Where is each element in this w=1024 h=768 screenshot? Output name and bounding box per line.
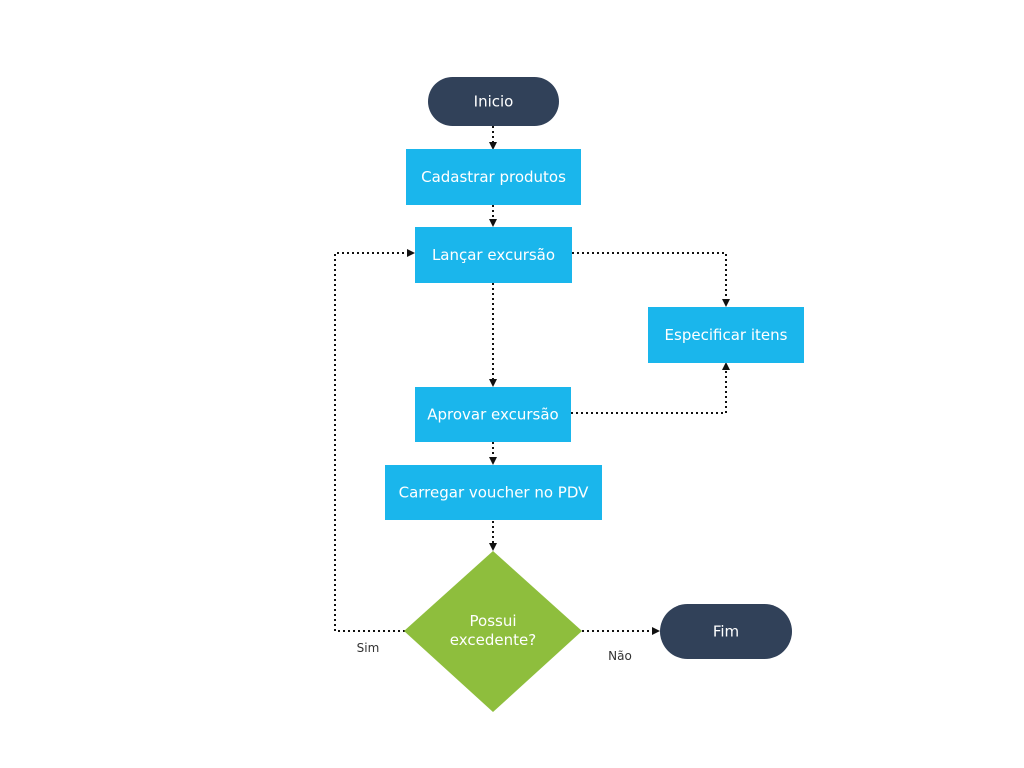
connector-aprovar-to-especificar xyxy=(571,362,730,414)
connector-lancar-to-especificar xyxy=(572,252,730,307)
decision-shape xyxy=(404,551,582,712)
end-node-shape xyxy=(660,604,792,659)
decision-label-line1: Possui xyxy=(470,612,517,630)
cadastrar-produtos-node: Cadastrar produtos xyxy=(406,149,581,205)
edge-label-sim: Sim xyxy=(357,641,380,655)
possui-excedente-decision: Possui excedente? xyxy=(404,551,582,712)
start-node-shape xyxy=(428,77,559,126)
end-node: Fim xyxy=(660,604,792,659)
carregar-voucher-label: Carregar voucher no PDV xyxy=(399,484,590,502)
carregar-voucher-shape xyxy=(385,465,602,520)
lancar-excursao-label: Lançar excursão xyxy=(432,246,555,264)
lancar-excursao-node: Lançar excursão xyxy=(415,227,572,283)
decision-label-line2: excedente? xyxy=(450,631,536,649)
start-node-label: Inicio xyxy=(474,93,514,111)
aprovar-excursao-label: Aprovar excursão xyxy=(427,406,558,424)
especificar-itens-node: Especificar itens xyxy=(648,307,804,363)
aprovar-excursao-shape xyxy=(415,387,571,442)
especificar-itens-shape xyxy=(648,307,804,363)
cadastrar-produtos-label: Cadastrar produtos xyxy=(421,168,566,186)
carregar-voucher-node: Carregar voucher no PDV xyxy=(385,465,602,520)
connectors xyxy=(334,126,730,635)
aprovar-excursao-node: Aprovar excursão xyxy=(415,387,571,442)
cadastrar-produtos-shape xyxy=(406,149,581,205)
connector-decision-yes-to-lancar xyxy=(334,249,415,632)
lancar-excursao-shape xyxy=(415,227,572,283)
end-node-label: Fim xyxy=(713,623,739,641)
start-node: Inicio xyxy=(428,77,559,126)
especificar-itens-label: Especificar itens xyxy=(665,326,788,344)
edge-label-nao: Não xyxy=(608,649,632,663)
